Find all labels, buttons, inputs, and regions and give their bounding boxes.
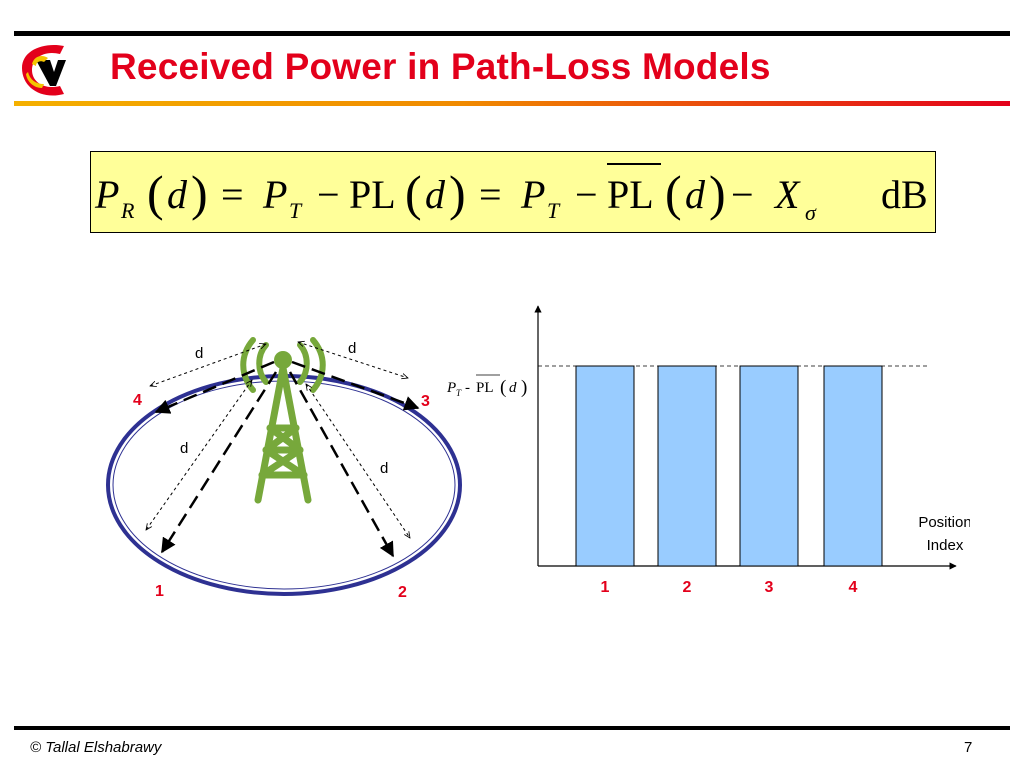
distance-arrow-4 [150,344,266,386]
formula-R-subscript: R [120,198,135,223]
dashed-ray-4 [154,360,275,414]
distance-arrow-2 [306,384,410,538]
x-axis-label-line1: Position [918,514,970,531]
received-power-formula: P R ( d ) = P T − PL ( d ) = P T − PL ( … [90,151,936,233]
formula-rparen-2: ) [449,165,466,221]
position-label-1: 1 [155,583,164,600]
formula-PL-1: PL [349,172,396,217]
position-label-4: 4 [133,392,142,409]
distance-label-top-right: d [348,340,356,357]
distance-label-top-left: d [195,345,203,362]
title-underline [14,101,1010,106]
ref-T-subscript: T [456,388,462,398]
dashed-ray-2 [288,371,395,558]
formula-X-symbol: X [773,172,801,217]
x-tick-label-4: 4 [849,579,858,596]
formula-unit-dB: dB [881,172,928,217]
formula-lparen-1: ( [147,165,164,221]
x-tick-label-2: 2 [683,579,692,596]
reference-level-label: P T - PL ( d ) [446,374,527,398]
x-tick-label-1: 1 [601,579,610,596]
formula-rparen-1: ) [191,165,208,221]
page-number: 7 [964,739,973,756]
formula-lparen-2: ( [405,165,422,221]
bar-position-4 [823,365,883,567]
path-loss-diagram: d d d d 1 2 3 4 1 2 3 4 P T - PL ( d ) Posi… [106,305,970,601]
formula-PL-mean: PL [607,172,654,217]
formula-T-subscript-2: T [547,198,561,223]
ref-d: d [509,380,517,396]
formula-equals-2: = [479,172,502,217]
formula-d-1: d [167,172,188,217]
distance-arrow-3 [298,342,408,378]
ref-rparen: ) [521,377,527,398]
formula-lparen-3: ( [665,165,682,221]
distance-arrow-1 [146,380,252,530]
formula-d-3: d [685,172,706,217]
dashed-ray-3 [291,360,420,411]
footer-rule [14,726,1010,730]
formula-d-2: d [425,172,446,217]
ref-PL: PL [476,380,494,396]
formula-rparen-3: ) [709,165,726,221]
formula-PT-symbol-1: P [262,172,287,217]
position-label-2: 2 [398,584,407,601]
footer-copyright: © Tallal Elshabrawy [30,739,162,756]
formula-T-subscript-1: T [289,198,303,223]
ref-P-symbol: P [446,380,456,396]
formula-P-symbol: P [94,172,119,217]
distance-label-left: d [180,440,188,457]
x-tick-label-3: 3 [765,579,774,596]
received-power-bar-chart: 1 2 3 4 P T - PL ( d ) Position Index [446,305,970,596]
distance-label-right: d [380,460,388,477]
formula-sigma-subscript: σ [805,200,817,225]
bar-position-2 [657,365,717,567]
bar-position-1 [575,365,635,567]
ref-lparen: ( [500,377,506,398]
formula-minus-3: − [731,172,754,217]
university-logo-icon [22,44,66,96]
ref-dash: - [465,380,470,396]
formula-equals-1: = [221,172,244,217]
cell-tower-icon [240,337,326,504]
bar-position-3 [739,365,799,567]
formula-minus-1: − [317,172,340,217]
coverage-ring [106,374,462,596]
page-title: Received Power in Path-Loss Models [110,46,771,87]
formula-PT-symbol-2: P [520,172,545,217]
formula-minus-2: − [575,172,598,217]
top-rule [14,31,1010,36]
x-axis-label-line2: Index [927,537,964,554]
position-label-3: 3 [421,393,430,410]
coverage-ring-inner [112,380,456,590]
